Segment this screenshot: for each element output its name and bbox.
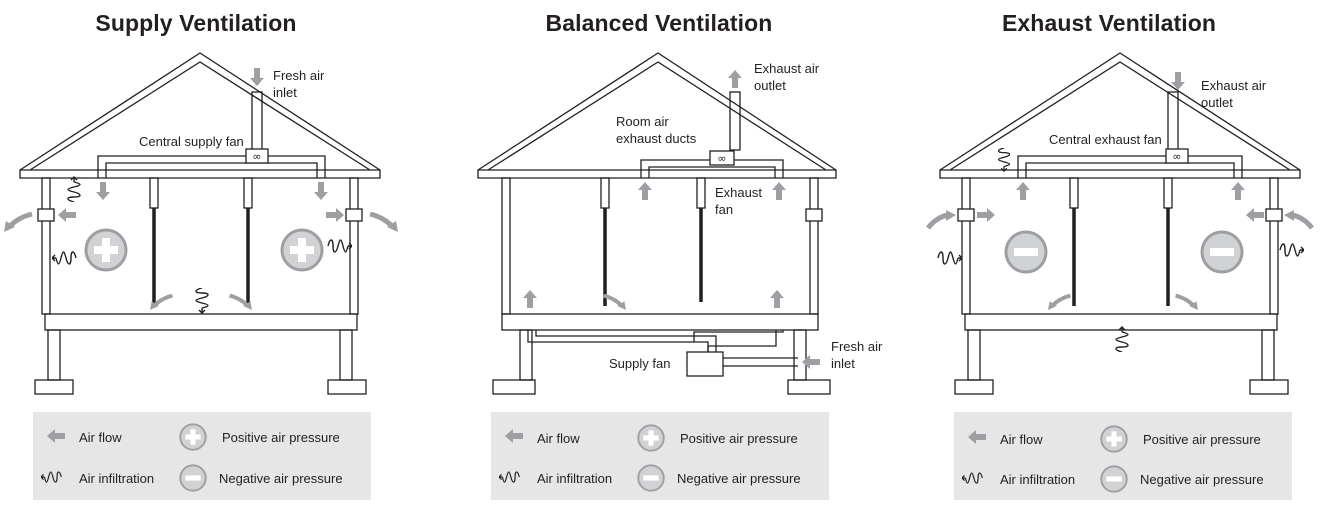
legend: Air flow Positive air pressure Air infil… <box>491 412 829 500</box>
legend: Air flow Positive air pressure Air infil… <box>33 412 371 500</box>
legend-air-flow: Air flow <box>79 430 122 445</box>
air-flow-arrow-icon <box>772 182 786 200</box>
air-flow-arrow-icon <box>370 214 398 232</box>
legend: Air flow Positive air pressure Air infil… <box>954 412 1292 500</box>
minus-circle-icon <box>179 464 207 492</box>
plus-circle-icon <box>179 423 207 451</box>
legend-positive-pressure: Positive air pressure <box>222 430 340 445</box>
plus-circle-icon <box>1100 425 1128 453</box>
minus-circle-icon <box>1100 465 1128 493</box>
air-flow-icon <box>505 429 523 443</box>
negative-pressure-icon <box>1200 230 1244 274</box>
supply-house-diagram: ∞ <box>0 52 446 395</box>
air-flow-arrow-icon <box>1231 182 1245 200</box>
air-flow-arrow-icon <box>802 355 820 369</box>
air-infiltration-icon <box>52 251 77 265</box>
legend-air-flow: Air flow <box>537 431 580 446</box>
air-flow-arrow-icon <box>96 182 110 200</box>
air-infiltration-icon <box>499 471 520 483</box>
air-flow-arrow-icon <box>1048 296 1070 310</box>
air-flow-arrow-icon <box>58 208 76 222</box>
air-flow-arrow-icon <box>770 290 784 308</box>
balanced-ventilation-panel: Balanced Ventilation <box>458 0 904 517</box>
plus-circle-icon <box>637 424 665 452</box>
positive-pressure-icon <box>84 228 128 272</box>
legend-air-infiltration: Air infiltration <box>79 471 155 486</box>
negative-pressure-icon <box>1004 230 1048 274</box>
fan-symbol-icon: ∞ <box>252 150 261 163</box>
air-flow-arrow-icon <box>4 214 32 232</box>
air-flow-icon <box>47 429 65 443</box>
air-infiltration-icon <box>1115 326 1129 352</box>
air-infiltration-icon <box>962 472 983 484</box>
air-flow-arrow-icon <box>1246 208 1264 222</box>
legend-air-flow: Air flow <box>1000 432 1043 447</box>
exhaust-house-diagram: ∞ <box>920 52 1340 395</box>
air-infiltration-icon <box>327 239 352 253</box>
air-flow-arrow-icon <box>1016 182 1030 200</box>
legend-air-infiltration: Air infiltration <box>537 471 613 486</box>
legend-air-infiltration: Air infiltration <box>1000 472 1076 487</box>
air-infiltration-icon <box>67 176 81 202</box>
fan-symbol-icon: ∞ <box>1172 150 1181 163</box>
panel-title: Exhaust Ventilation <box>1001 10 1217 36</box>
air-flow-arrow-icon <box>1284 210 1312 228</box>
air-infiltration-icon <box>195 288 209 314</box>
air-infiltration-icon <box>937 251 962 265</box>
air-flow-arrow-icon <box>604 296 626 310</box>
air-flow-arrow-icon <box>638 182 652 200</box>
air-infiltration-icon <box>1279 243 1304 257</box>
air-flow-icon <box>968 430 986 444</box>
positive-pressure-icon <box>280 228 324 272</box>
central-exhaust-fan-label: Central exhaust fan <box>1049 132 1162 147</box>
panel-title: Supply Ventilation <box>95 10 297 36</box>
legend-positive-pressure: Positive air pressure <box>680 431 798 446</box>
air-flow-arrow-icon <box>977 208 995 222</box>
air-flow-arrow-icon <box>1176 296 1198 310</box>
legend-negative-pressure: Negative air pressure <box>677 471 801 486</box>
air-flow-arrow-icon <box>728 70 742 88</box>
minus-circle-icon <box>637 464 665 492</box>
air-flow-arrow-icon <box>314 182 328 200</box>
air-flow-arrow-icon <box>928 210 956 228</box>
air-infiltration-icon <box>997 148 1011 172</box>
balanced-house-diagram: ∞ <box>477 52 837 395</box>
legend-negative-pressure: Negative air pressure <box>1140 472 1264 487</box>
legend-positive-pressure: Positive air pressure <box>1143 432 1261 447</box>
exhaust-ventilation-panel: Exhaust Ventilation ∞ <box>920 0 1340 517</box>
air-flow-arrow-icon <box>326 208 344 222</box>
panel-title: Balanced Ventilation <box>545 10 773 36</box>
air-infiltration-icon <box>41 471 62 483</box>
fan-symbol-icon: ∞ <box>717 152 726 165</box>
central-supply-fan-label: Central supply fan <box>139 134 244 149</box>
air-flow-arrow-icon <box>250 68 264 86</box>
supply-fan-label: Supply fan <box>609 356 671 371</box>
legend-negative-pressure: Negative air pressure <box>219 471 343 486</box>
air-flow-arrow-icon <box>523 290 537 308</box>
supply-ventilation-panel: Supply Ventilation <box>0 0 446 517</box>
